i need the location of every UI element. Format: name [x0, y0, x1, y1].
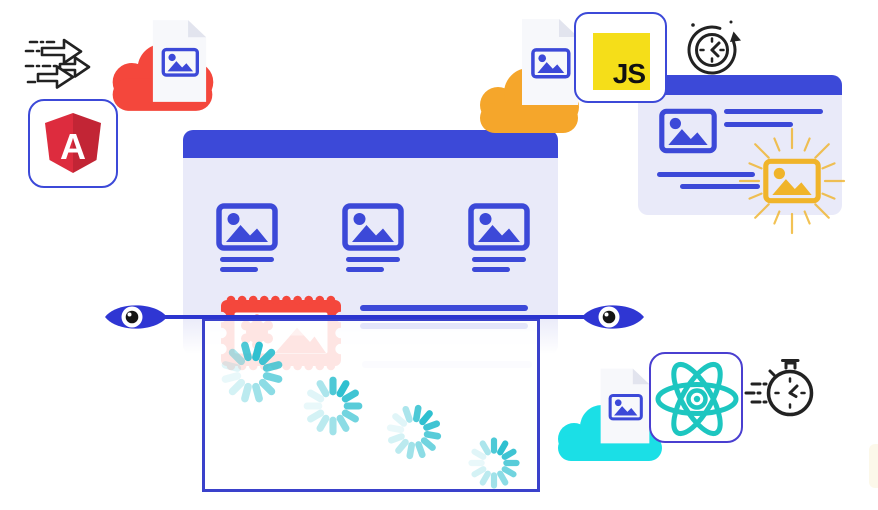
loading-spinner — [219, 339, 285, 405]
angular-shield-icon: A — [45, 113, 101, 173]
edge-artifact — [869, 444, 878, 488]
text-line-short — [346, 267, 384, 272]
image-file-icon-red — [151, 15, 208, 107]
text-line-long — [220, 257, 274, 262]
js-logo-badge: JS — [574, 12, 667, 103]
text-line — [680, 184, 760, 189]
js-logo-square: JS — [593, 33, 650, 90]
highlighted-image-icon — [763, 158, 821, 204]
angular-logo-badge: A — [28, 99, 118, 188]
lazy-load-viewport — [202, 318, 540, 492]
image-placeholder-icon — [342, 203, 404, 251]
image-placeholder-icon — [659, 108, 717, 154]
image-card — [216, 203, 278, 272]
image-card — [342, 203, 404, 272]
speed-arrows-icon — [24, 38, 91, 89]
loading-spinner — [302, 375, 364, 437]
text-line-short — [220, 267, 258, 272]
loading-spinner — [467, 436, 521, 490]
image-placeholder-icon — [468, 203, 530, 251]
stopwatch-icon — [744, 359, 814, 417]
image-file-icon-yellow — [519, 16, 581, 108]
text-line — [657, 172, 755, 177]
text-line-long — [346, 257, 400, 262]
text-line — [360, 305, 528, 311]
js-logo-label: JS — [612, 58, 646, 90]
image-card — [468, 203, 530, 272]
eye-icon-right — [582, 305, 644, 329]
text-line — [724, 109, 823, 114]
viewport-fold-line — [137, 314, 595, 319]
text-line — [724, 122, 793, 127]
loading-spinner — [385, 403, 443, 461]
text-line-long — [472, 257, 526, 262]
angular-letter: A — [60, 126, 86, 167]
content-card-header — [638, 75, 842, 95]
image-file-icon-cyan — [597, 366, 653, 446]
react-logo-badge — [649, 352, 743, 443]
react-atom-icon — [655, 361, 739, 437]
eye-icon-left — [105, 305, 167, 329]
image-placeholder-icon — [216, 203, 278, 251]
clock-refresh-icon — [687, 20, 741, 75]
sunburst-rays-icon — [738, 127, 846, 235]
text-line-short — [472, 267, 510, 272]
browser-window-header — [183, 130, 558, 158]
